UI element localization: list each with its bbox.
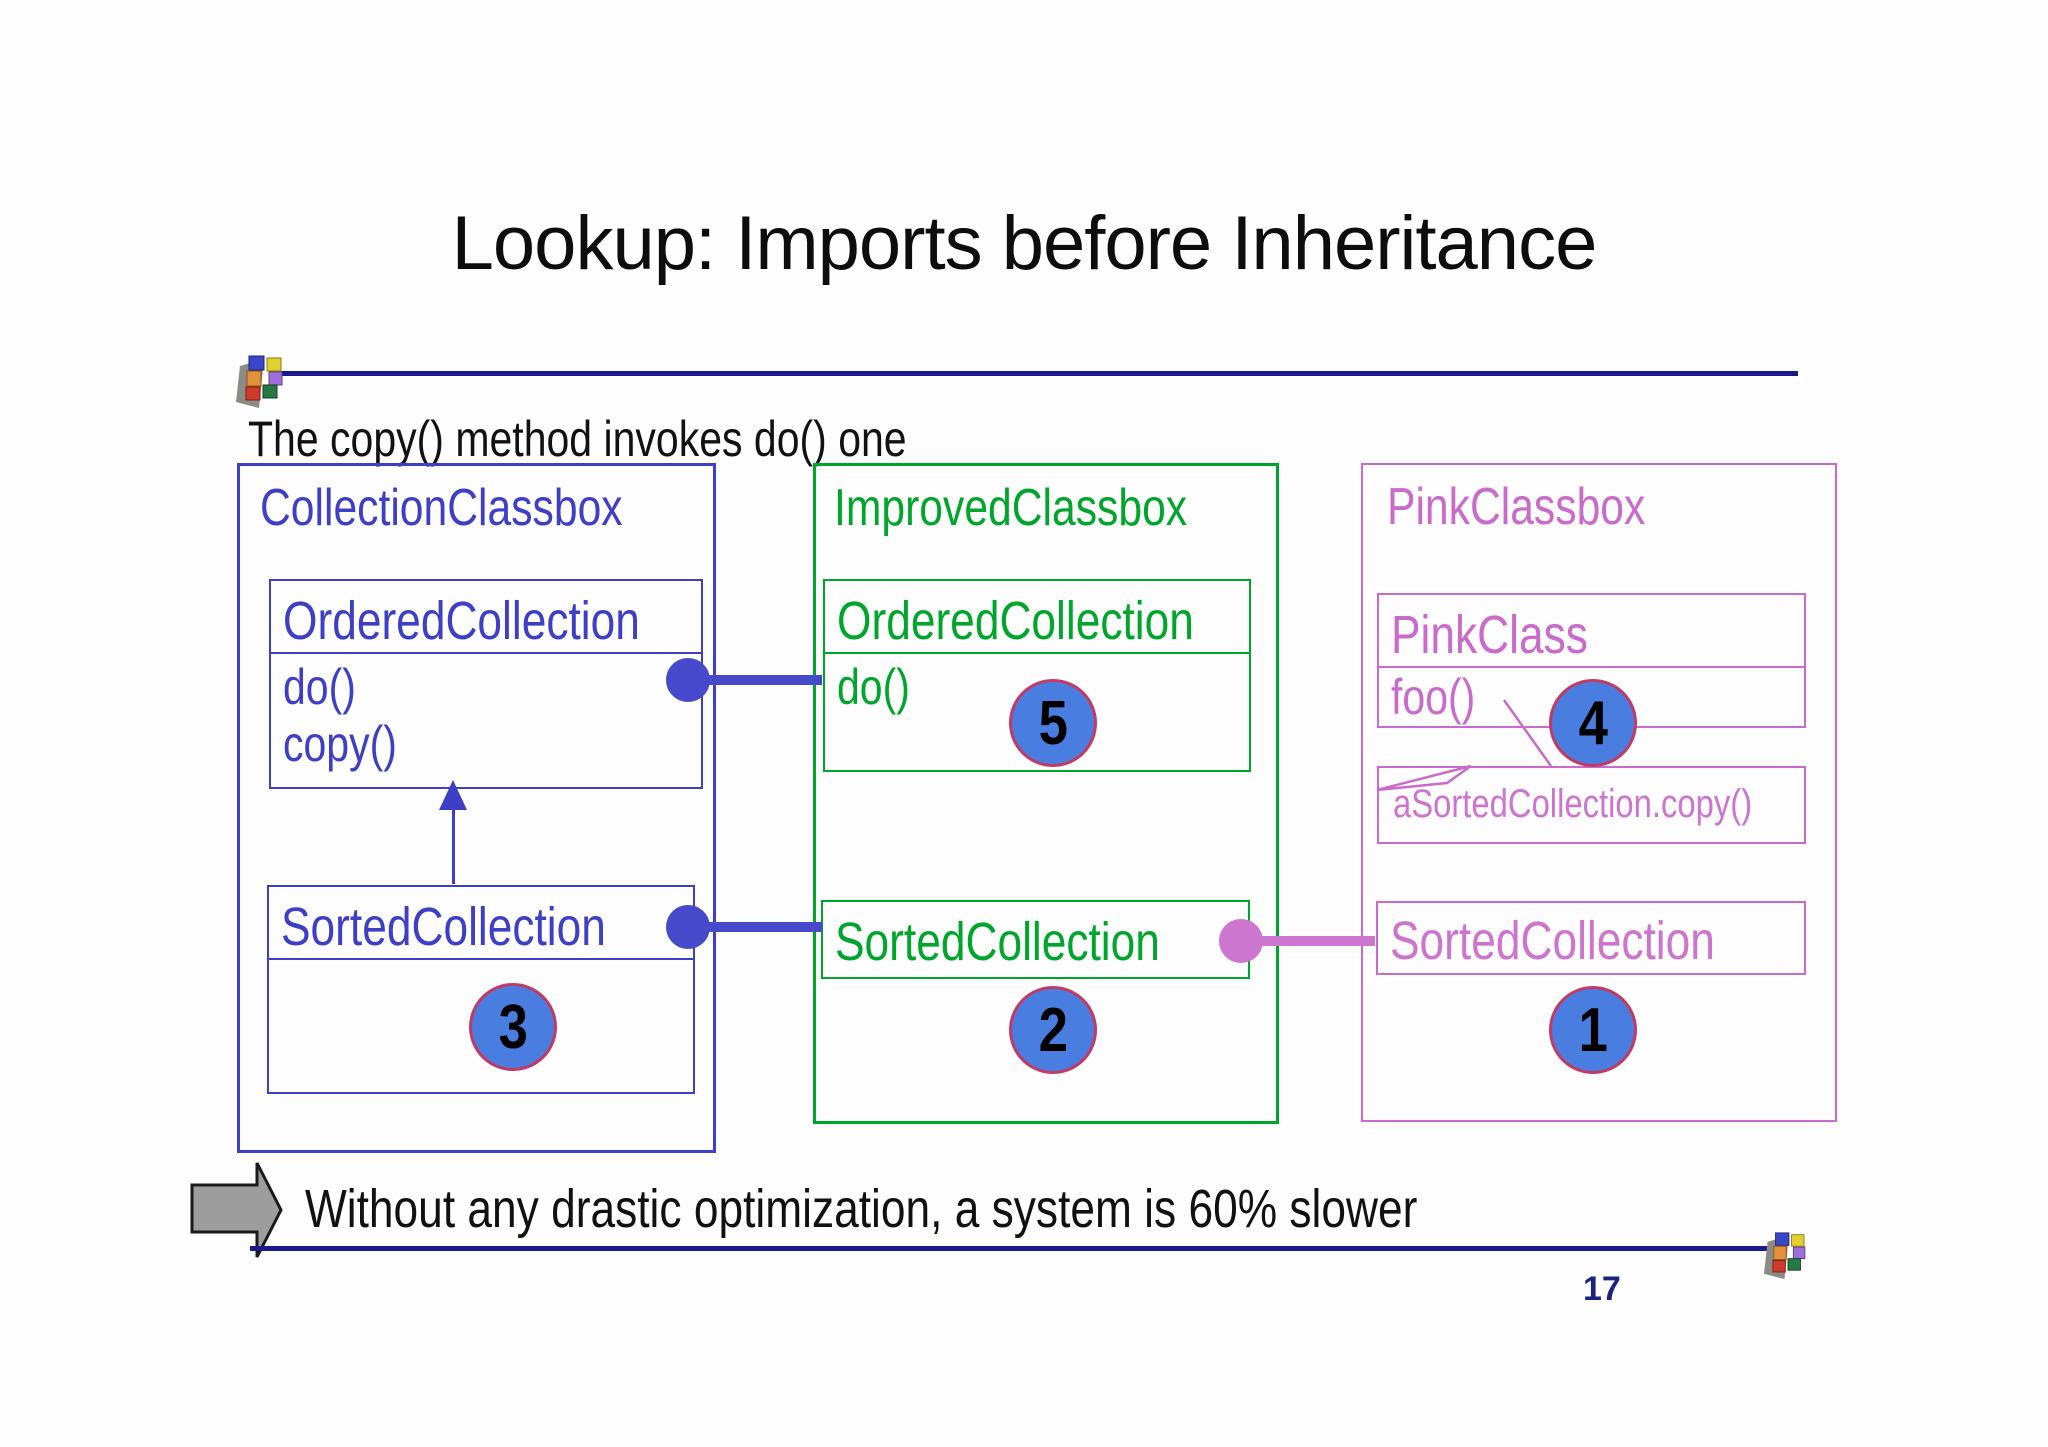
right-block-arrow-icon xyxy=(190,1162,283,1258)
page-number: 17 xyxy=(1583,1270,1621,1308)
classbox-improved-title: ImprovedClassbox xyxy=(834,479,1188,537)
subtitle-text: The copy() method invokes do() one xyxy=(248,411,907,467)
class-name-row: PinkClass xyxy=(1379,595,1804,668)
class-name-row: OrderedCollection xyxy=(271,581,701,654)
class-sortedcollection-pink: SortedCollection xyxy=(1376,901,1806,975)
classbox-pink-title: PinkClassbox xyxy=(1387,478,1646,536)
top-divider-line xyxy=(281,371,1798,376)
callout-asortedcollection-copy: aSortedCollection.copy() xyxy=(1377,766,1806,844)
method-do: do() xyxy=(837,659,910,715)
method-foo: foo() xyxy=(1391,669,1476,725)
method-list: foo() xyxy=(1379,666,1804,726)
import-link-sorted-blue xyxy=(688,922,822,932)
bottom-divider-line xyxy=(250,1246,1767,1251)
step-badge-4: 4 xyxy=(1549,679,1637,767)
blocks-logo-icon xyxy=(236,355,283,408)
inheritance-arrow-head xyxy=(439,780,467,810)
class-orderedcollection-blue: OrderedCollection do() copy() xyxy=(269,579,703,789)
slide-title: Lookup: Imports before Inheritance xyxy=(451,201,1598,286)
method-do: do() xyxy=(283,659,356,715)
step-badge-3: 3 xyxy=(469,983,557,1071)
import-dot-sorted-blue xyxy=(666,905,710,949)
bottom-note-text: Without any drastic optimization, a syst… xyxy=(305,1179,1418,1239)
classbox-collection: CollectionClassbox OrderedCollection do(… xyxy=(237,463,716,1153)
step-badge-1: 1 xyxy=(1549,986,1637,1074)
method-list: do() copy() xyxy=(271,652,701,787)
method-list: do() xyxy=(825,652,1249,770)
import-dot-ordered xyxy=(666,658,710,702)
import-link-sorted-pink xyxy=(1241,936,1375,946)
inheritance-arrow-line xyxy=(452,808,455,884)
class-name-row: OrderedCollection xyxy=(825,581,1249,654)
class-pinkclass: PinkClass foo() xyxy=(1377,593,1806,728)
class-name-row: SortedCollection xyxy=(269,887,693,960)
method-copy: copy() xyxy=(283,716,397,772)
import-dot-sorted-pink xyxy=(1219,919,1263,963)
step-badge-2: 2 xyxy=(1009,986,1097,1074)
classbox-collection-title: CollectionClassbox xyxy=(260,479,623,537)
class-sortedcollection-green: SortedCollection xyxy=(821,900,1250,979)
blocks-logo-icon xyxy=(1764,1232,1806,1280)
step-badge-5: 5 xyxy=(1009,679,1097,767)
class-sortedcollection-blue: SortedCollection xyxy=(267,885,695,1094)
import-link-ordered xyxy=(688,675,822,685)
